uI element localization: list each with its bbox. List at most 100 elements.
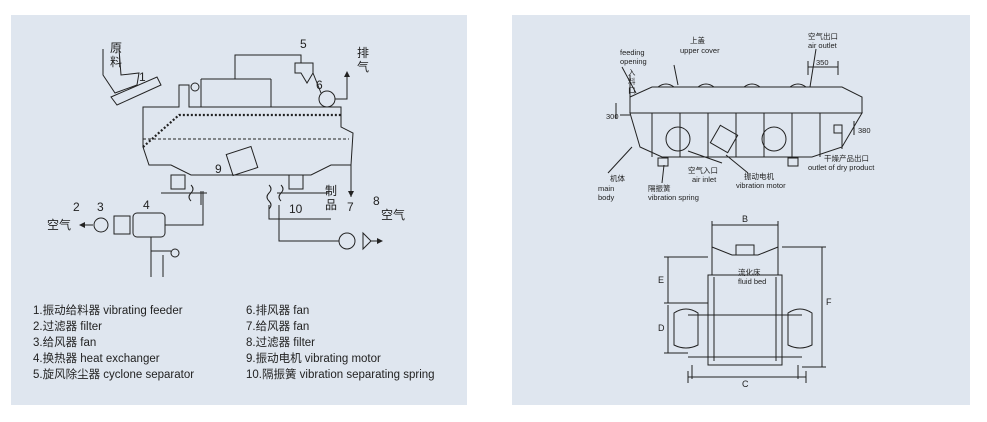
cyclone (294, 62, 314, 84)
legend-item: 8.过滤器 filter (246, 337, 316, 349)
product-label-1: 制 (325, 184, 337, 198)
dry-product-label-en: outlet of dry product (808, 163, 875, 172)
feeding-label-cn-2: 料 (628, 76, 636, 86)
dim-380: 380 (858, 126, 871, 135)
main-body (629, 112, 863, 158)
leader-lines-bottom (607, 133, 843, 184)
main-body-label-cn: 机体 (610, 173, 625, 183)
air-inlet-mid (761, 126, 787, 152)
feeding-label-cn-3: 口 (628, 86, 636, 95)
upper-cover-label-en: upper cover (680, 46, 720, 55)
process-flow-diagram: 1 2 3 4 5 6 7 8 9 10 原 料 排 气 制 品 空气 空气 (47, 37, 405, 277)
feeding-label-en: feeding (620, 48, 645, 57)
label-2: 2 (73, 200, 80, 214)
main-body-label-en-1: main (598, 184, 614, 193)
filter-fan-left (93, 217, 109, 233)
dimension-B (711, 221, 779, 247)
equipment-drawing: feeding opening 入 料 口 上盖 upper cover 空气出… (598, 31, 875, 389)
feeding-label-en2: opening (620, 57, 647, 66)
dry-product-label-cn: 干燥产品出口 (824, 153, 869, 163)
dim-E: E (658, 275, 664, 285)
feed-hopper (102, 48, 140, 94)
end-view-outlet (735, 244, 755, 256)
exhaust-label-1: 排 (357, 46, 369, 60)
label-6: 6 (316, 78, 323, 92)
dim-C: C (742, 379, 749, 389)
exhaust-duct (312, 72, 348, 100)
dimension-E (664, 256, 708, 304)
legend-item: 5.旋风除尘器 cyclone separator (33, 369, 195, 381)
top-duct (200, 78, 272, 107)
air-outlet-label-en: air outlet (808, 41, 838, 50)
label-3: 3 (97, 200, 104, 214)
legend-item: 10.隔振簧 vibration separating spring (246, 369, 435, 381)
raw-material-label-2: 料 (110, 55, 122, 69)
dim-B: B (742, 214, 748, 224)
support-left (170, 174, 186, 190)
motor-right (787, 308, 813, 349)
label-7: 7 (347, 200, 354, 214)
air-label-right: 空气 (381, 207, 405, 222)
filter-right (362, 231, 372, 251)
dryer-body (142, 84, 354, 176)
dimension-F (782, 246, 826, 368)
dimension-C (687, 371, 807, 383)
supply-duct-left (165, 191, 204, 226)
cyclone-duct (234, 54, 302, 79)
feeding-label-cn-1: 入 (628, 68, 636, 77)
cover-domes (657, 83, 807, 88)
label-4: 4 (143, 198, 150, 212)
air-label-left: 空气 (47, 217, 71, 232)
vibration-motor (709, 124, 739, 154)
support-right (288, 174, 304, 190)
air-inlet-left (665, 126, 691, 152)
upper-cover (629, 86, 863, 114)
legend-item: 4.换热器 heat exchanger (33, 353, 160, 365)
heat-exchanger (132, 212, 166, 238)
exhaust-label-2: 气 (357, 59, 369, 74)
product-label-2: 品 (325, 198, 337, 212)
motor-left (673, 308, 699, 349)
raw-material-label-1: 原 (110, 41, 122, 55)
steam-lines (150, 237, 171, 277)
legend-item: 2.过滤器 filter (33, 321, 103, 333)
legend-item: 9.振动电机 vibrating motor (246, 353, 381, 365)
fluid-bed-label-en: fluid bed (738, 277, 766, 286)
label-8: 8 (373, 194, 380, 208)
supply-duct-right (268, 205, 339, 242)
spring-1 (188, 184, 202, 205)
body-ribs (651, 113, 821, 157)
vibrating-feeder (110, 76, 162, 106)
dim-D: D (658, 323, 665, 333)
filter-left (113, 215, 131, 235)
air-outlet-label-cn: 空气出口 (808, 31, 838, 41)
dimension-D (664, 305, 688, 354)
flow-arrows (79, 71, 383, 244)
dry-product-outlet (833, 124, 843, 134)
label-1: 1 (139, 70, 146, 84)
legend-item: 7.给风器 fan (246, 321, 310, 333)
valve-bottom (170, 248, 180, 258)
spring-label-en: vibration spring (648, 193, 699, 202)
motor-label-cn: 振动电机 (744, 171, 774, 181)
dim-300: 300 (606, 112, 619, 121)
motor-label-en: vibration motor (736, 181, 786, 190)
label-5: 5 (300, 37, 307, 51)
label-10: 10 (289, 202, 303, 216)
material-bed (142, 113, 341, 148)
process-flow-panel: 1 2 3 4 5 6 7 8 9 10 原 料 排 气 制 品 空气 空气 1… (11, 15, 467, 405)
legend-column-right: 6.排风器 fan 7.给风器 fan 8.过滤器 filter 9.振动电机 … (246, 303, 435, 383)
dim-F: F (826, 297, 832, 307)
legend-item: 3.给风器 fan (33, 337, 97, 349)
fluid-bed-label-cn: 流化床 (738, 267, 761, 277)
upper-cover-label-cn: 上盖 (690, 35, 705, 45)
legend-column-left: 1.振动给料器 vibrating feeder 2.过滤器 filter 3.… (33, 303, 194, 383)
supply-fan-right (338, 232, 356, 250)
air-inlet-label-en: air inlet (692, 175, 717, 184)
valve-top (190, 82, 200, 92)
air-inlet-label-cn: 空气入口 (688, 165, 718, 175)
legend-item: 6.排风器 fan (246, 305, 310, 317)
spring-2 (266, 184, 284, 210)
dimension-lines-top (615, 61, 855, 135)
frame-beams (688, 314, 802, 358)
